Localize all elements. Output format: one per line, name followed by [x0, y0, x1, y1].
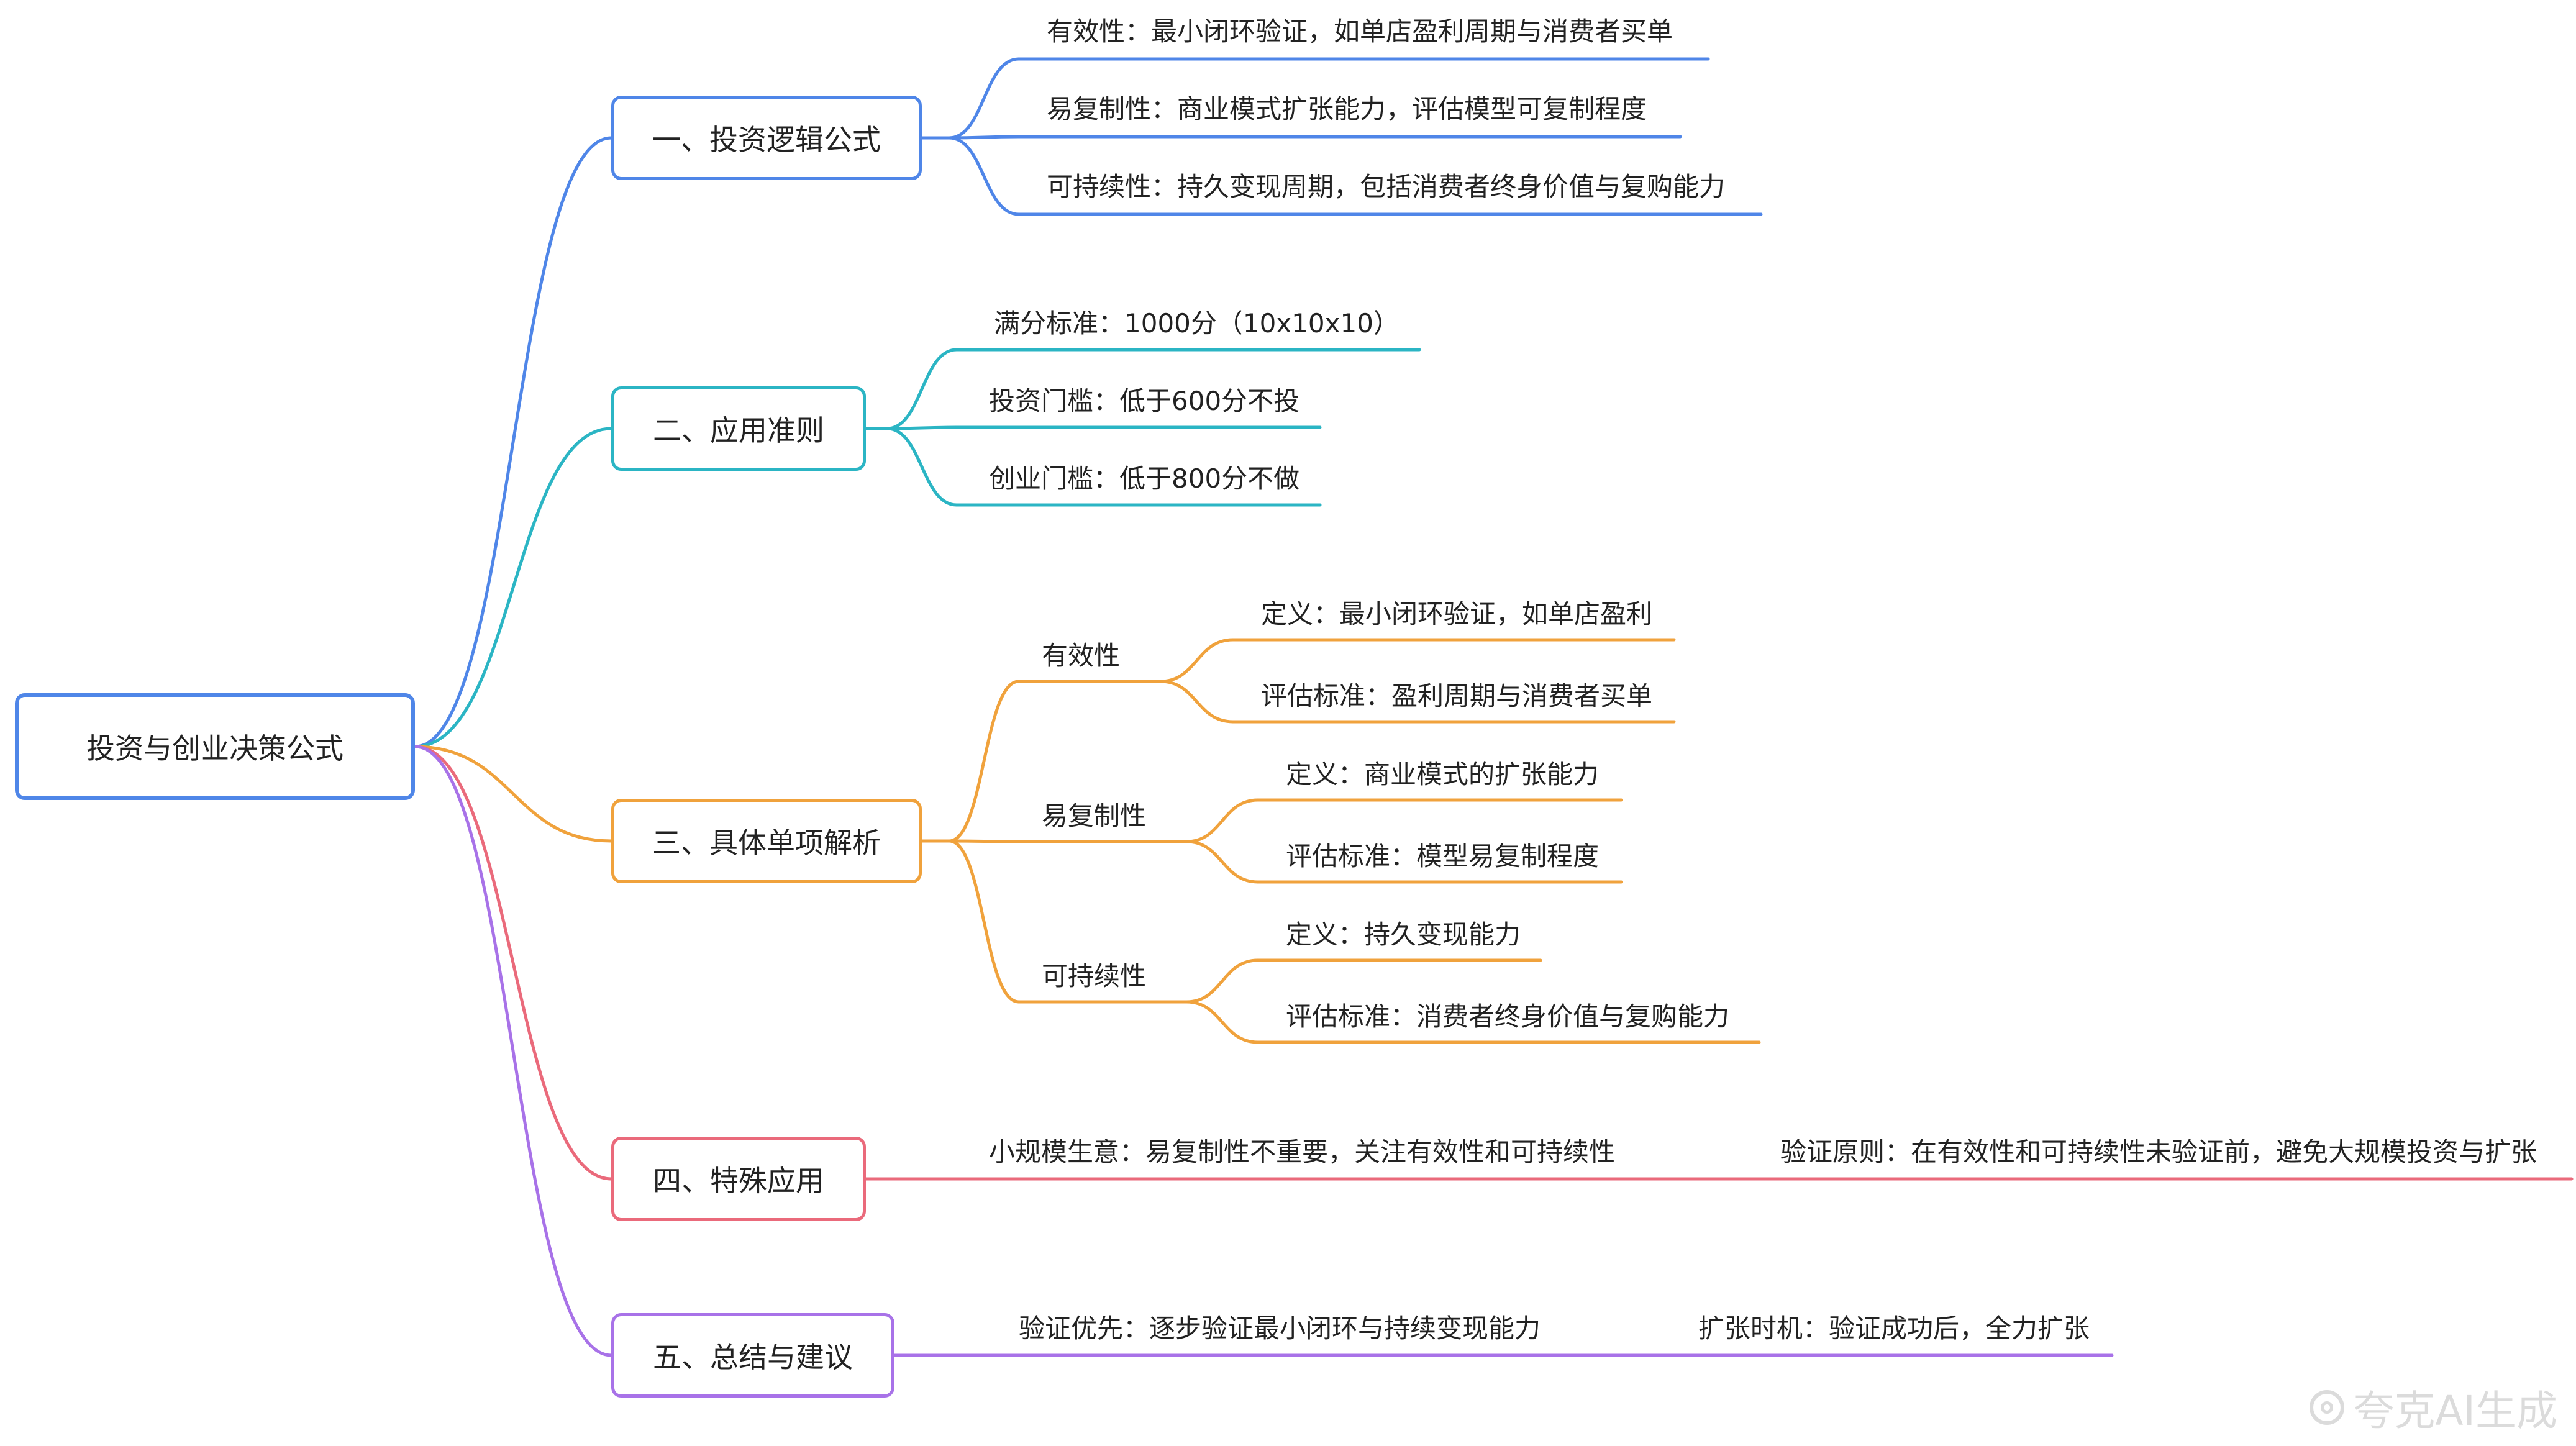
b3-link-2 — [947, 839, 1021, 844]
b3-s1-link-2 — [1158, 680, 1235, 724]
leaf-effectiveness: 有效性：最小闭环验证，如单店盈利周期与消费者买单 — [1047, 16, 1673, 47]
leaf-effectiveness-definition: 定义：最小闭环验证，如单店盈利 — [1261, 599, 1653, 629]
root-link-3 — [413, 745, 613, 843]
root-link-5 — [413, 745, 613, 1357]
b3-link-3 — [947, 839, 1021, 1004]
leaf-verification-principle: 验证原则：在有效性和可持续性未验证前，避免大规模投资与扩张 — [1780, 1137, 2537, 1167]
root-link-1 — [413, 136, 613, 748]
b1-link-3 — [947, 136, 1021, 216]
leaf-effectiveness-criteria: 评估标准：盈利周期与消费者买单 — [1261, 681, 1653, 711]
b3-s2-link-2 — [1185, 840, 1260, 884]
leaf-verify-first: 验证优先：逐步验证最小闭环与持续变现能力 — [1019, 1313, 1541, 1344]
b3-s3-link-1 — [1185, 958, 1260, 1004]
branch-node-investment-formula[interactable]: 一、投资逻辑公式 — [611, 96, 922, 180]
sub-node-effectiveness[interactable]: 有效性 — [1042, 640, 1121, 671]
b2-link-3 — [885, 427, 958, 507]
branch-node-summary[interactable]: 五、总结与建议 — [611, 1313, 894, 1398]
branch-node-special-application[interactable]: 四、特殊应用 — [611, 1137, 866, 1221]
leaf-sustainability-definition: 定义：持久变现能力 — [1286, 919, 1521, 950]
b2-link-2 — [885, 425, 958, 430]
root-link-4 — [413, 745, 613, 1181]
watermark-text: 夸克AI生成 — [2353, 1387, 2557, 1435]
root-link-2 — [413, 427, 613, 748]
leaf-startup-threshold: 创业门槛：低于800分不做 — [989, 463, 1300, 494]
watermark: 夸克AI生成 — [2310, 1378, 2557, 1437]
quark-logo-icon — [2310, 1390, 2345, 1425]
leaf-replicability-definition: 定义：商业模式的扩张能力 — [1286, 759, 1600, 789]
b1-link-1 — [947, 57, 1021, 140]
b2-link-1 — [885, 348, 958, 430]
b1-link-2 — [947, 135, 1021, 140]
leaf-invest-threshold: 投资门槛：低于600分不投 — [989, 386, 1300, 416]
leaf-replicability: 易复制性：商业模式扩张能力，评估模型可复制程度 — [1047, 94, 1647, 124]
leaf-replicability-criteria: 评估标准：模型易复制程度 — [1286, 841, 1600, 871]
leaf-expansion-timing: 扩张时机：验证成功后，全力扩张 — [1698, 1313, 2090, 1344]
branch-node-application-rules[interactable]: 二、应用准则 — [611, 386, 866, 471]
b3-s1-link-1 — [1158, 638, 1235, 683]
b3-link-1 — [947, 680, 1021, 843]
b3-s3-link-2 — [1185, 1000, 1260, 1044]
leaf-full-score: 满分标准：1000分（10x10x10） — [994, 308, 1400, 339]
sub-node-replicability[interactable]: 易复制性 — [1042, 801, 1147, 831]
root-node[interactable]: 投资与创业决策公式 — [15, 693, 415, 800]
leaf-small-business: 小规模生意：易复制性不重要，关注有效性和可持续性 — [989, 1137, 1616, 1167]
branch-node-item-analysis[interactable]: 三、具体单项解析 — [611, 799, 922, 883]
b3-s2-link-1 — [1185, 798, 1260, 844]
sub-node-sustainability[interactable]: 可持续性 — [1042, 961, 1147, 991]
leaf-sustainability: 可持续性：持久变现周期，包括消费者终身价值与复购能力 — [1047, 171, 1726, 202]
leaf-sustainability-criteria: 评估标准：消费者终身价值与复购能力 — [1286, 1001, 1730, 1032]
